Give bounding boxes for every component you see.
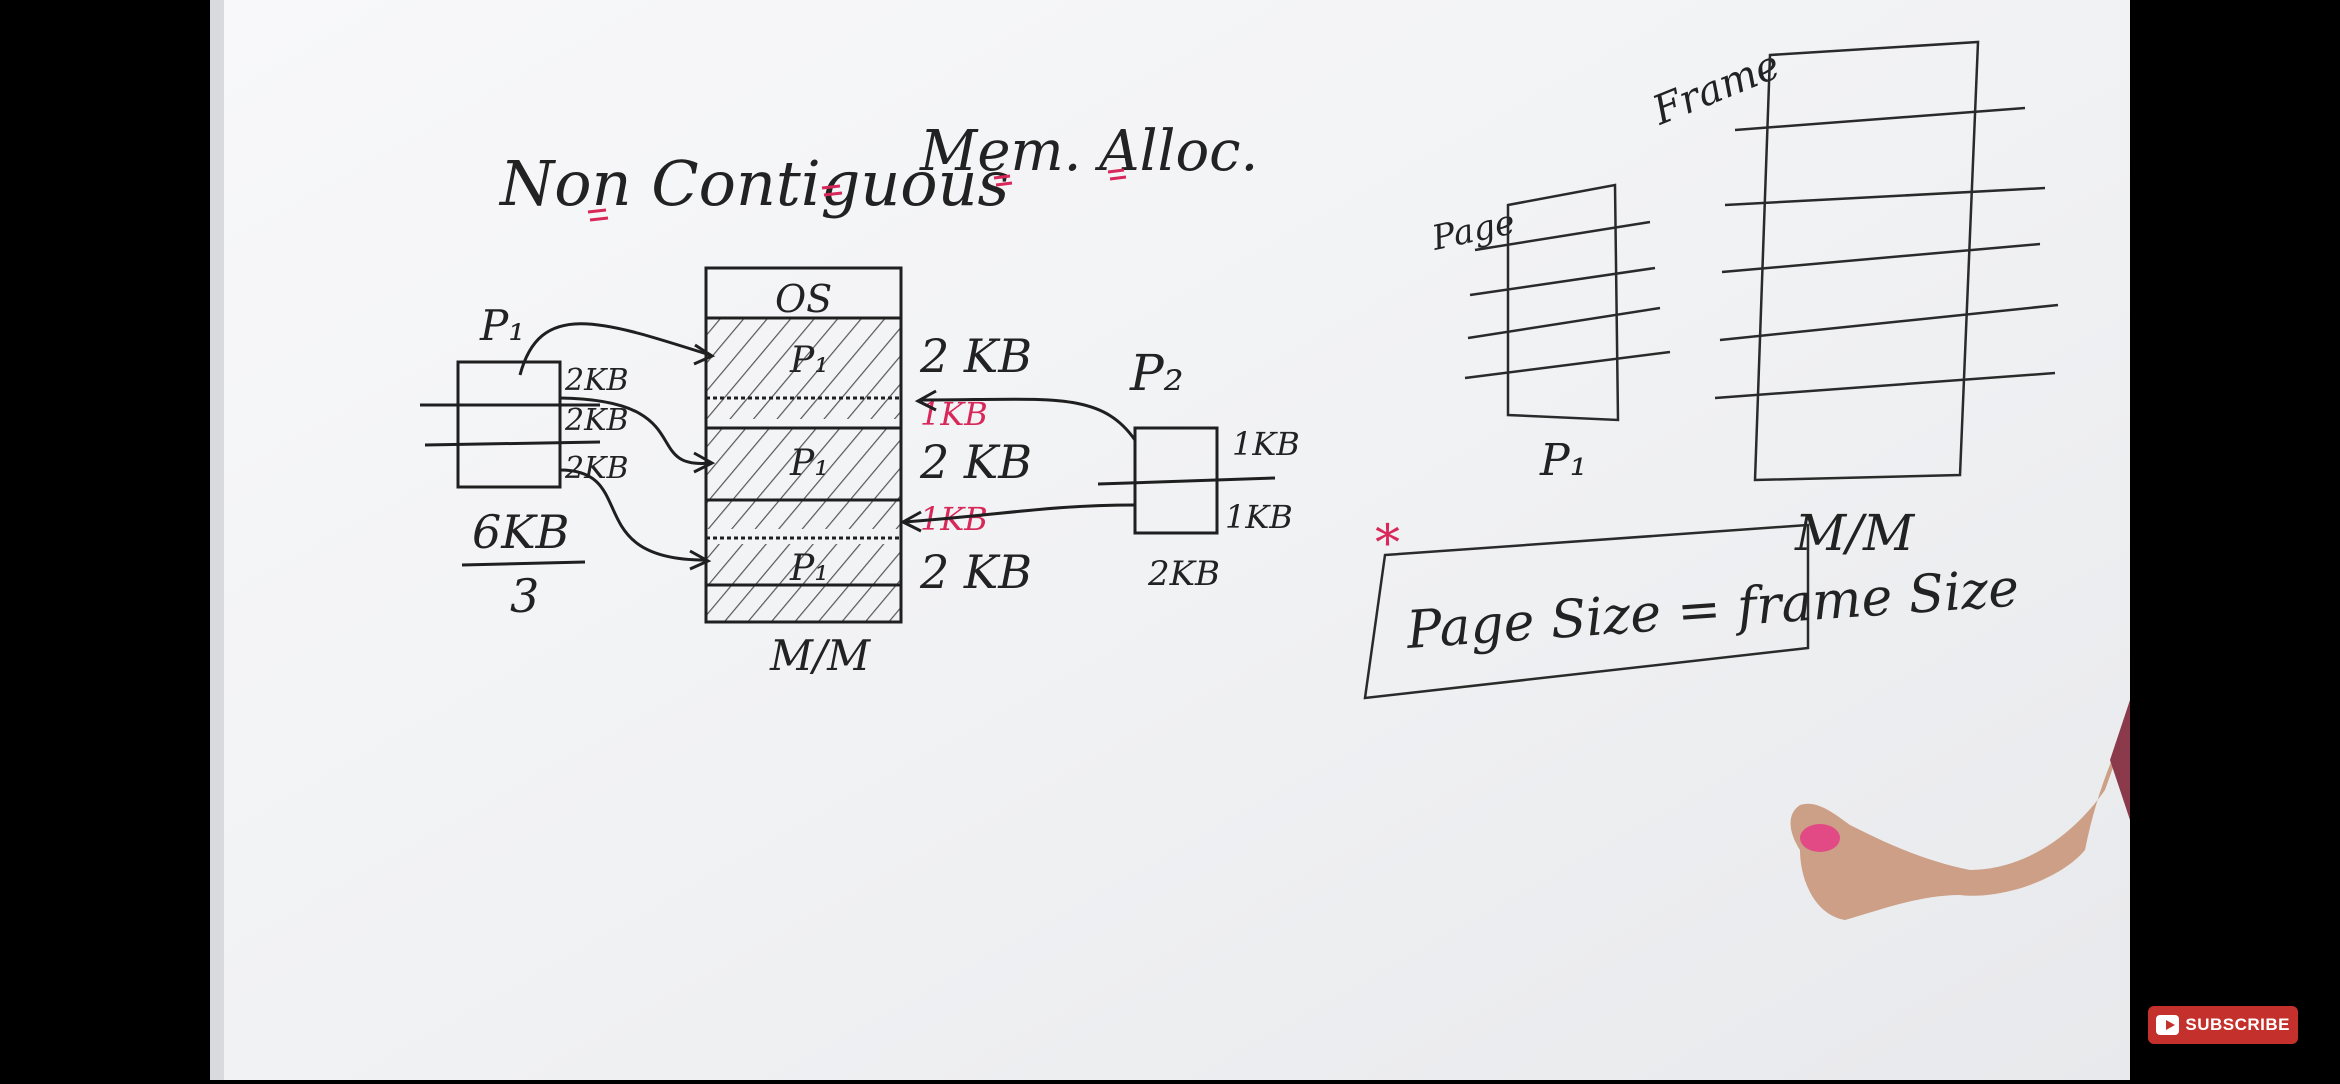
title-non-contiguous: Non Contiguous	[498, 147, 1009, 220]
page-p1-label: P₁	[1539, 435, 1587, 486]
p1-total: 6KB	[472, 505, 569, 559]
red-star: *	[1375, 514, 1400, 572]
p2-part-2: 1KB	[1225, 498, 1293, 536]
formula-box	[1363, 523, 1810, 700]
memory-size-5: 2 KB	[919, 545, 1032, 599]
memory-size-3: 2 KB	[919, 435, 1032, 489]
memory-mm-label: M/M	[769, 631, 871, 680]
p1-part-2: 2KB	[564, 403, 629, 438]
memory-p1-slot-1: P₁	[789, 340, 829, 381]
frame-mm-label: M/M	[1794, 504, 1916, 562]
presenter-hand	[1790, 700, 2130, 920]
memory-p1-slot-3: P₁	[789, 548, 829, 589]
subscribe-button[interactable]: SUBSCRIBE	[2148, 1006, 2298, 1044]
subscribe-label: SUBSCRIBE	[2185, 1015, 2290, 1034]
whiteboard-surface	[210, 0, 2130, 1080]
p2-label: P₂	[1129, 344, 1184, 402]
p1-divisor: 3	[510, 569, 539, 623]
p1-part-1: 2KB	[564, 363, 629, 398]
memory-p1-slot-2: P₁	[789, 443, 829, 484]
p2-total: 2KB	[1147, 554, 1220, 594]
p1-label: P₁	[479, 301, 525, 350]
title-mem-alloc: Mem. Alloc.	[919, 119, 1258, 184]
main-memory	[704, 266, 903, 624]
youtube-play-icon	[2156, 1015, 2180, 1035]
page-table	[1464, 183, 1671, 422]
memory-size-1: 2 KB	[919, 329, 1032, 383]
frame-table	[1714, 40, 2059, 482]
p1-box	[420, 360, 601, 489]
board-frame-edge	[210, 0, 224, 1080]
memory-os-label: OS	[775, 277, 832, 321]
p2-arrows	[899, 389, 1137, 533]
p2-box	[1097, 426, 1276, 535]
p2-part-1: 1KB	[1232, 425, 1300, 463]
title-red-ticks	[587, 168, 1127, 222]
p1-division-line	[461, 560, 586, 567]
